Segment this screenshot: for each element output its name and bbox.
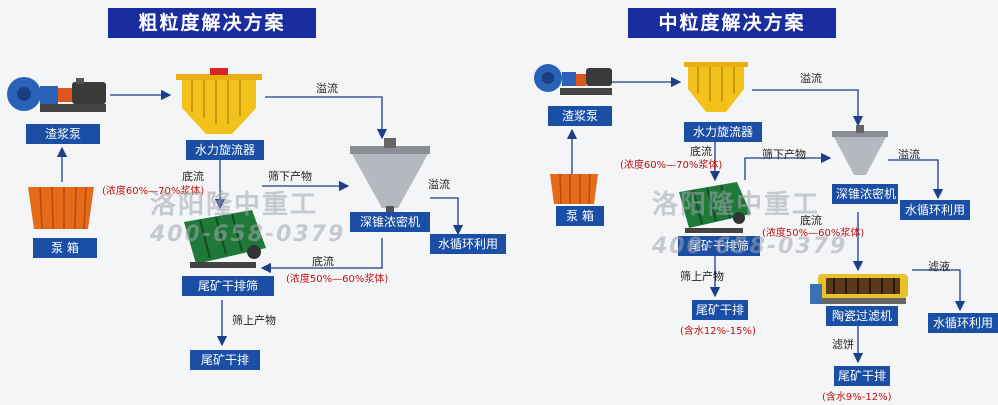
left-screen-over-note: 筛上产物: [232, 314, 276, 327]
left-title: 粗粒度解决方案: [108, 8, 316, 38]
right-dewatering-screen-image: [679, 182, 751, 233]
right-thickener-image: [832, 125, 888, 175]
right-arrow-overflow-to-water1: [888, 159, 944, 200]
left-pump-label: 渣浆泵: [26, 124, 100, 144]
right-dry2-moisture: (含水9%-12%): [822, 392, 892, 403]
left-watermark-brand: 洛阳隆中重工: [150, 190, 319, 220]
left-arrow-underflow-to-screen: [260, 238, 383, 274]
left-arrow-overflow-to-water: [430, 197, 464, 236]
right-ceramic-filter-image: [810, 274, 908, 304]
left-hydrocyclone-image: [176, 68, 262, 134]
left-dewatering-screen-image: [184, 210, 266, 268]
right-underflow1-conc: (浓度60%—70%浆体): [620, 160, 723, 171]
left-overflow1-note: 溢流: [316, 82, 338, 95]
right-dry2-label: 尾矿干排: [834, 366, 890, 386]
right-arrow-filtrate-to-water2: [912, 269, 966, 312]
left-dry-label: 尾矿干排: [190, 350, 260, 370]
left-water-label: 水循环利用: [430, 234, 506, 254]
left-thickener-image: [350, 138, 430, 216]
left-hydrocyclone-label: 水力旋流器: [186, 140, 264, 160]
right-filter-cake-note: 滤饼: [832, 338, 854, 351]
right-filter-label: 陶瓷过滤机: [826, 306, 898, 326]
left-underflow2-conc: (浓度50%—60%浆体): [286, 274, 389, 285]
left-pump-tank-image: [28, 186, 94, 230]
right-title: 中粒度解决方案: [628, 8, 836, 38]
right-water2-label: 水循环利用: [928, 313, 998, 333]
right-arrow-screen-under-to-thickener: [744, 152, 832, 180]
left-watermark-phone: 400-658-0379: [150, 222, 346, 247]
right-arrow-overflow-to-thickener: [752, 89, 864, 127]
right-dry1-moisture: (含水12%-15%): [680, 326, 756, 337]
left-underflow1-note: 底流: [182, 170, 204, 183]
right-screen-label: 尾矿干排筛: [678, 236, 760, 256]
left-overflow2-note: 溢流: [428, 178, 450, 191]
left-screen-label: 尾矿干排筛: [182, 276, 274, 296]
right-watermark-brand: 洛阳隆中重工: [652, 190, 821, 220]
left-screen-under-note: 筛下产物: [268, 170, 312, 183]
right-underflow2-conc: (浓度50%—60%浆体): [762, 228, 865, 239]
right-screen-over-note: 筛上产物: [680, 270, 724, 283]
right-underflow1-note: 底流: [690, 145, 712, 158]
right-thickener-label: 深锥浓密机: [832, 184, 898, 204]
right-slurry-pump-image: [534, 64, 612, 95]
left-underflow2-note: 底流: [312, 255, 334, 268]
right-pump-tank-image: [550, 173, 598, 205]
left-underflow1-conc: (浓度60%—70%浆体): [102, 186, 205, 197]
right-filtrate-note: 滤液: [928, 260, 950, 273]
right-overflow2-note: 溢流: [898, 148, 920, 161]
left-slurry-pump-image: [7, 77, 106, 112]
right-underflow2-note: 底流: [800, 214, 822, 227]
right-watermark-phone: 400-658-0379: [652, 234, 848, 259]
right-hydrocyclone-image: [684, 62, 748, 112]
right-tank-label: 泵 箱: [556, 206, 604, 226]
right-pump-label: 渣浆泵: [548, 106, 612, 126]
left-thickener-label: 深锥浓密机: [350, 212, 430, 232]
right-water1-label: 水循环利用: [900, 200, 970, 220]
right-screen-under-note: 筛下产物: [762, 148, 806, 161]
right-dry1-label: 尾矿干排: [692, 300, 748, 320]
right-hydrocyclone-label: 水力旋流器: [684, 122, 762, 142]
left-tank-label: 泵 箱: [33, 238, 97, 258]
right-overflow1-note: 溢流: [800, 72, 822, 85]
left-arrow-overflow-to-thickener: [265, 96, 388, 140]
